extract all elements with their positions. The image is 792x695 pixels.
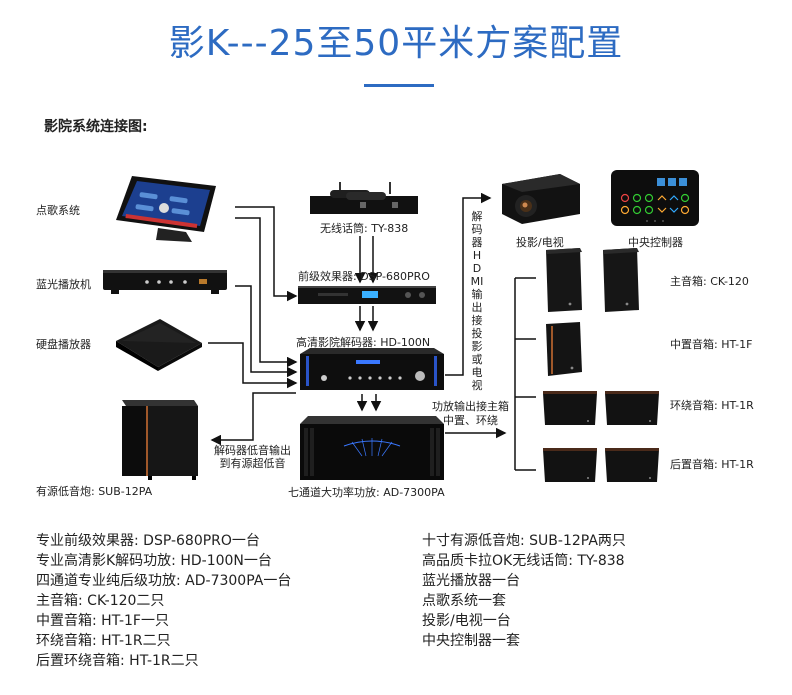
surround-speaker-right xyxy=(603,389,661,431)
bluray-player-device xyxy=(103,268,229,302)
center-speaker-device xyxy=(544,322,584,382)
label-bluray-player: 蓝光播放机 xyxy=(36,278,91,291)
projector-device xyxy=(496,170,582,230)
equipment-list-left: 专业前级效果器: DSP-680PRO一台 专业高清影K解码功放: HD-100… xyxy=(36,531,291,671)
page-title: 影K---25至50平米方案配置 xyxy=(168,23,624,64)
annotation-sub-output-line2: 到有源超低音 xyxy=(219,457,286,470)
label-central-controller: 中央控制器 xyxy=(628,236,683,249)
wire-karaoke-to-preamp xyxy=(235,206,298,302)
label-subwoofer: 有源低音炮: SUB-12PA xyxy=(36,485,153,498)
annotation-sub-output: 解码器低音输出 到有源超低音 xyxy=(214,444,291,470)
label-center-speaker: 中置音箱: HT-1F xyxy=(670,338,753,351)
list-item: 环绕音箱: HT-1R二只 xyxy=(36,633,171,649)
list-item: 中央控制器一套 xyxy=(422,633,520,649)
label-decoder: 高清影院解码器: HD-100N xyxy=(296,336,431,349)
subwoofer-device xyxy=(118,396,202,486)
list-item: 四通道专业纯后级功放: AD-7300PA一台 xyxy=(36,573,292,589)
label-projector: 投影/电视 xyxy=(516,236,564,249)
annotation-hdmi-output: 解码器HDMI输出接投影或电视 xyxy=(470,210,484,392)
label-hdd-player: 硬盘播放器 xyxy=(36,338,91,351)
annotation-amp-output-line1: 功放输出接主箱 xyxy=(432,400,509,413)
connection-wires xyxy=(208,192,536,471)
list-item: 专业高清影K解码功放: HD-100N一台 xyxy=(36,553,272,569)
list-item: 中置音箱: HT-1F一只 xyxy=(36,613,169,629)
list-item: 主音箱: CK-120二只 xyxy=(36,593,165,609)
rear-speaker-left xyxy=(541,446,599,488)
list-item: 十寸有源低音炮: SUB-12PA两只 xyxy=(422,533,626,549)
decoder-device xyxy=(300,348,446,398)
main-speaker-left xyxy=(544,248,584,318)
list-item: 专业前级效果器: DSP-680PRO一台 xyxy=(36,533,260,549)
equipment-list-right: 十寸有源低音炮: SUB-12PA两只 高品质卡拉OK无线话筒: TY-838 … xyxy=(422,531,626,651)
label-power-amp: 七通道大功率功放: AD-7300PA xyxy=(288,486,445,499)
main-speaker-right xyxy=(601,248,641,318)
wire-bluray-to-decoder xyxy=(235,285,298,378)
label-wireless-mic: 无线话筒: TY-838 xyxy=(320,222,409,235)
list-item: 高品质卡拉OK无线话筒: TY-838 xyxy=(422,553,625,569)
annotation-sub-output-line1: 解码器低音输出 xyxy=(214,444,291,457)
label-rear-speaker: 后置音箱: HT-1R xyxy=(670,458,754,471)
annotation-amp-output-line2: 中置、环绕 xyxy=(443,414,498,427)
title-underline xyxy=(364,84,434,87)
rear-speaker-right xyxy=(603,446,661,488)
label-preamp-effector: 前级效果器: DSP-680PRO xyxy=(298,270,430,283)
list-item: 蓝光播放器一台 xyxy=(422,573,520,589)
wire-hdd-to-decoder xyxy=(208,342,298,389)
label-karaoke-system: 点歌系统 xyxy=(36,204,80,217)
diagram-heading: 影院系统连接图: xyxy=(44,119,148,135)
list-item: 点歌系统一套 xyxy=(422,593,506,609)
central-controller-device xyxy=(611,170,701,230)
wire-hdmi-to-projector xyxy=(445,192,492,376)
label-surround-speaker: 环绕音箱: HT-1R xyxy=(670,399,754,412)
surround-speaker-left xyxy=(541,389,599,431)
wireless-mic-device xyxy=(310,182,420,222)
annotation-amp-output: 功放输出接主箱 中置、环绕 xyxy=(432,400,509,428)
power-amp-device xyxy=(300,416,446,486)
list-item: 后置环绕音箱: HT-1R二只 xyxy=(36,653,199,669)
list-item: 投影/电视一台 xyxy=(422,613,511,629)
hdd-player-device xyxy=(112,315,204,375)
preamp-effector-device xyxy=(298,286,438,310)
wire-karaoke-to-decoder xyxy=(235,217,298,368)
wire-decoder-to-sub xyxy=(210,392,296,446)
label-main-speaker: 主音箱: CK-120 xyxy=(670,275,749,288)
karaoke-touchscreen-device xyxy=(112,168,224,252)
